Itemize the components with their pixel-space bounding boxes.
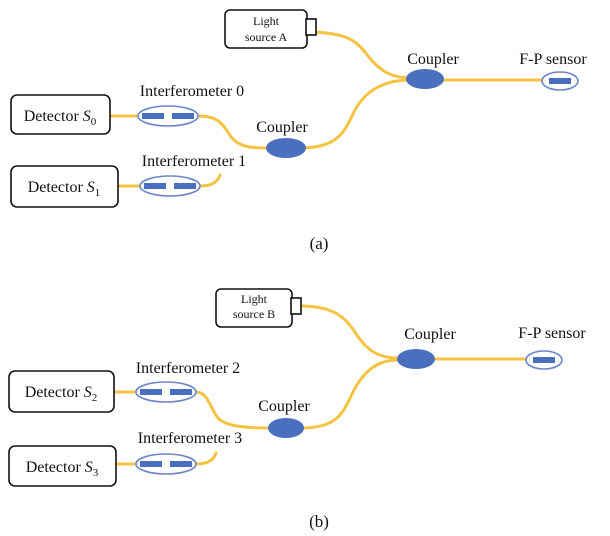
fiber-lower-coupler-to-top-coupler	[298, 78, 412, 150]
detector-s3-box	[8, 445, 117, 487]
detector-s1: Detector S1	[10, 165, 119, 208]
interferometer-0	[137, 105, 199, 127]
coupler-top-a-label: Coupler	[407, 51, 459, 68]
light-source-a: Light source A	[224, 9, 317, 49]
light-source-b-line1: Light	[241, 292, 268, 306]
fiber-interferometer1-tail	[198, 173, 222, 188]
caption-a: (a)	[310, 234, 329, 253]
fp-sensor-b-element	[533, 357, 555, 363]
interferometer-1-arm-right	[174, 183, 196, 189]
interferometer-1-arm-left	[144, 183, 166, 189]
detector-s2-box	[8, 370, 115, 413]
fp-sensor-b	[525, 350, 563, 370]
fp-sensor-b-label: F-P sensor	[518, 325, 586, 342]
interferometer-2-label: Interferometer 2	[136, 360, 240, 377]
fp-sensor-a-label: F-P sensor	[519, 51, 587, 68]
light-source-a-line2: source A	[245, 30, 288, 44]
fiber-interferometer3-tail	[194, 451, 218, 466]
fp-sensor-a-element	[549, 78, 571, 84]
light-source-a-port	[305, 18, 317, 36]
interferometer-2-ring	[135, 381, 197, 403]
detector-s1-label: Detector S1	[28, 179, 101, 199]
coupler-top-a	[406, 69, 444, 89]
interferometer-2-arm-right	[170, 389, 192, 395]
fp-sensor-a	[541, 71, 579, 91]
coupler-bottom-b-label: Coupler	[258, 398, 310, 415]
interferometer-1	[139, 175, 201, 197]
detector-s3-label: Detector S3	[26, 459, 99, 479]
caption-b: (b)	[309, 512, 329, 531]
detector-s2: Detector S2	[8, 370, 115, 413]
coupler-top-b	[397, 349, 435, 369]
interferometer-1-label: Interferometer 1	[142, 153, 246, 170]
detector-s0-box	[10, 94, 111, 135]
interferometer-0-ring	[137, 105, 199, 127]
interferometer-3	[135, 453, 197, 475]
interferometer-3-arm-right	[170, 461, 192, 467]
interferometer-3-ring	[135, 453, 197, 475]
coupler-bottom-a	[266, 138, 306, 158]
detector-s0: Detector S0	[10, 94, 111, 135]
light-source-a-line1: Light	[253, 14, 280, 28]
coupler-bottom-b	[268, 418, 304, 438]
interferometer-0-label: Interferometer 0	[140, 83, 244, 100]
detector-s3: Detector S3	[8, 445, 117, 487]
coupler-bottom-a-label: Coupler	[256, 119, 308, 136]
detector-s2-label: Detector S2	[25, 384, 98, 404]
detector-s0-label: Detector S0	[24, 108, 97, 128]
fiber-source-to-coupler	[304, 30, 414, 80]
interferometer-0-arm-right	[172, 113, 194, 119]
light-source-b-line2: source B	[233, 307, 275, 321]
light-source-b-port	[290, 297, 302, 315]
diagram-b: Light source B Coupler Coupler F-P senso…	[8, 288, 586, 531]
interferometer-1-ring	[139, 175, 201, 197]
fiber-lower-coupler-to-top-coupler	[300, 358, 400, 430]
detector-s1-box	[10, 165, 119, 208]
interferometer-0-arm-left	[142, 113, 164, 119]
interferometer-3-label: Interferometer 3	[138, 430, 242, 447]
coupler-top-b-label: Coupler	[404, 326, 456, 343]
fiber-interferometer0-to-coupler	[196, 114, 272, 150]
interferometer-3-arm-left	[140, 461, 162, 467]
fiber-source-to-coupler	[298, 304, 400, 360]
light-source-b: Light source B	[215, 288, 302, 328]
interferometer-2-arm-left	[140, 389, 162, 395]
fiber-interferometer2-to-coupler	[194, 390, 272, 430]
interferometer-2	[135, 381, 197, 403]
diagram-a: Light source A Coupler Coupler F-P senso…	[10, 9, 587, 253]
